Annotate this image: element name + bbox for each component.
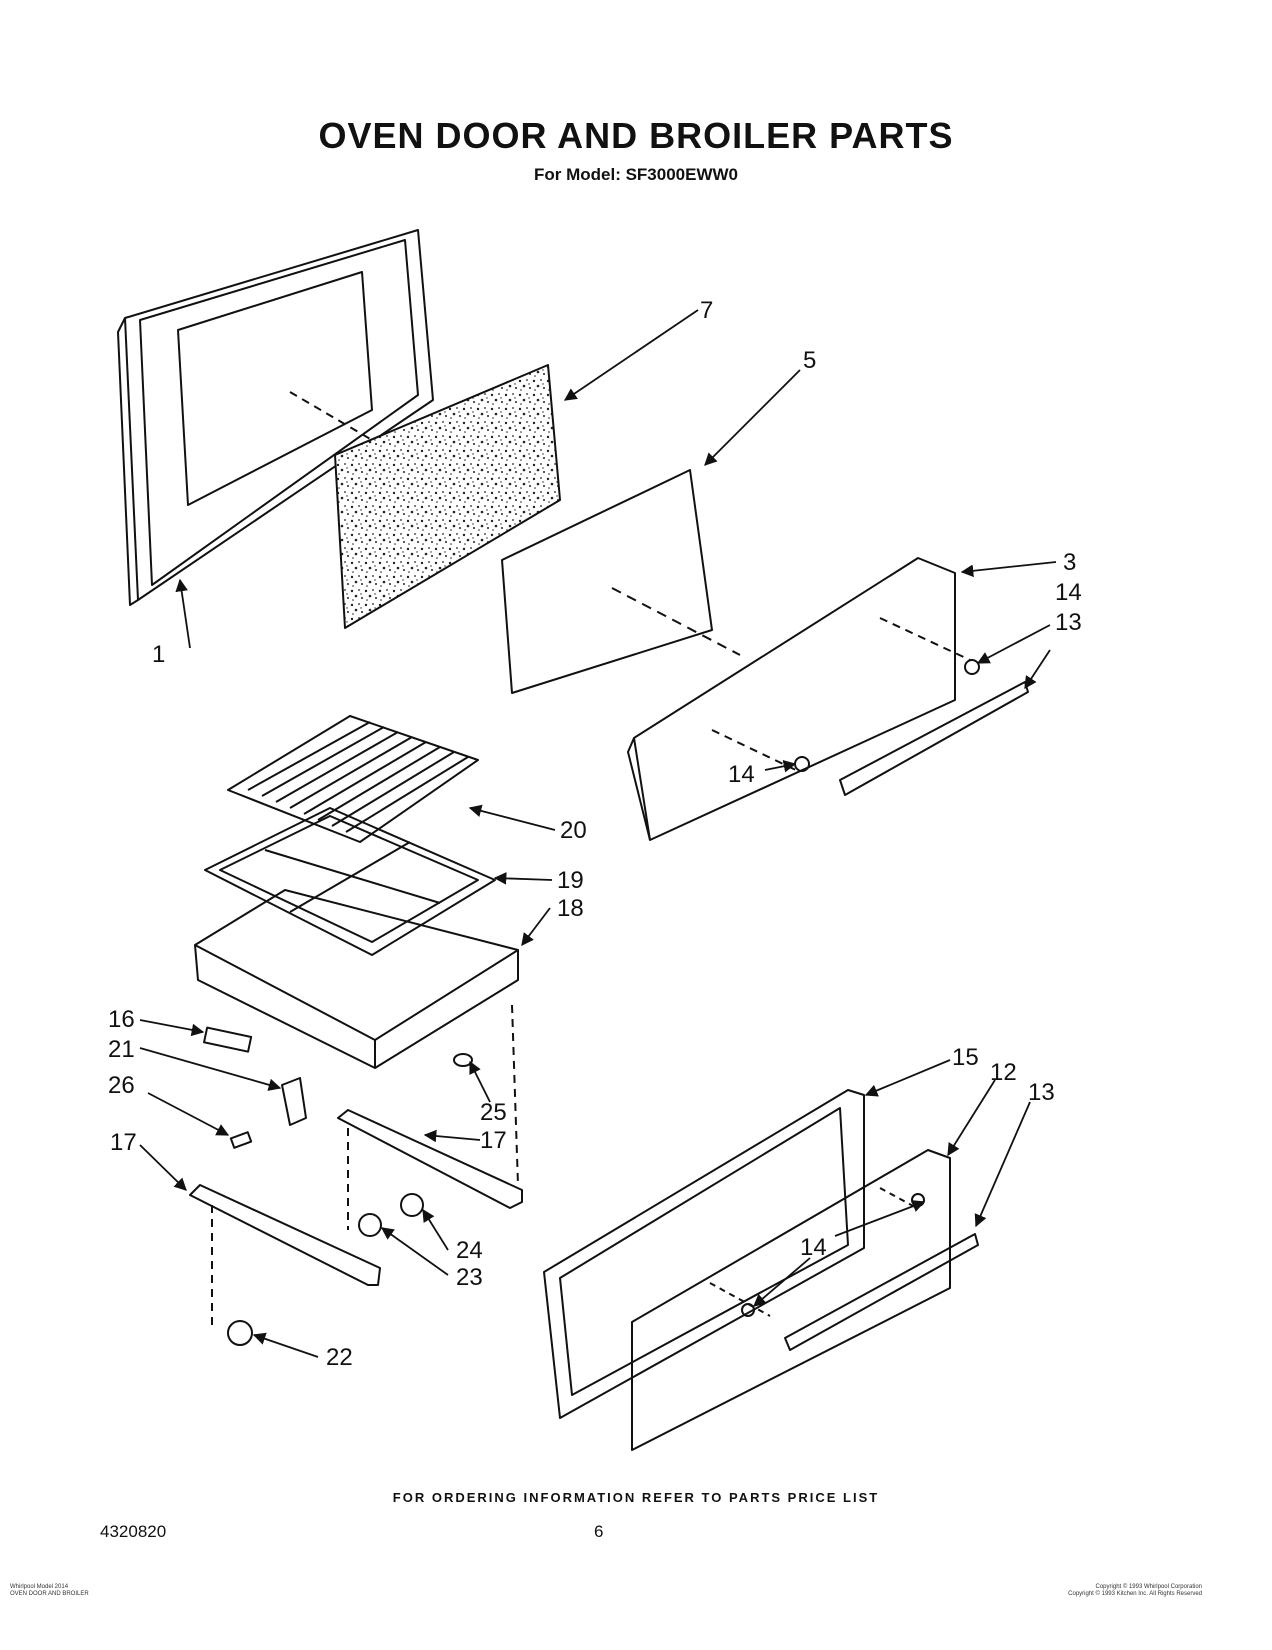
callout-21: 21	[108, 1036, 135, 1063]
model-subtitle: For Model: SF3000EWW0	[533, 165, 739, 184]
screw-part-26	[229, 1131, 253, 1149]
callout-19: 19	[557, 867, 584, 894]
broiler-pan-part-18	[194, 889, 519, 1069]
document-number: 4320820	[100, 1522, 167, 1541]
fine-print-left: Whirlpool Model 2014 OVEN DOOR AND BROIL…	[10, 1584, 89, 1598]
page-title: OVEN DOOR AND BROILER PARTS	[318, 115, 954, 156]
bracket-part-21	[281, 1077, 307, 1126]
roller-part-22	[227, 1320, 253, 1346]
fine-print-left-line-2: OVEN DOOR AND BROILER	[10, 1591, 89, 1597]
broiler-outer-door-part-12	[631, 1149, 979, 1451]
door-liner-panel-part-5	[501, 469, 741, 694]
clip-part-25	[453, 1053, 473, 1067]
callout-14-door-lower: 14	[728, 761, 755, 788]
roller-part-24	[400, 1193, 424, 1217]
ordering-note: FOR ORDERING INFORMATION REFER TO PARTS …	[392, 1490, 880, 1505]
broiler-door-liner-part-15	[543, 1089, 865, 1419]
nut-part-14-b	[794, 756, 810, 772]
fine-print-right-line-2: Copyright © 1993 Kitchen Inc. All Rights…	[1068, 1591, 1202, 1597]
callout-7: 7	[700, 297, 713, 324]
callout-12: 12	[990, 1059, 1017, 1086]
fine-print-right-line-1: Copyright © 1993 Whirlpool Corporation	[1095, 1584, 1202, 1590]
page-number: 6	[594, 1522, 604, 1541]
callout-14-door: 14	[1055, 579, 1082, 606]
callout-13-broiler: 13	[1028, 1079, 1055, 1106]
nut-part-14-d	[741, 1303, 755, 1317]
callout-1: 1	[152, 641, 165, 668]
slide-rail-part-17-left	[189, 1184, 381, 1330]
nut-part-14-a	[964, 659, 980, 675]
leader-lines	[139, 309, 1057, 1358]
callout-26: 26	[108, 1072, 135, 1099]
fine-print-right: Copyright © 1993 Whirlpool Corporation C…	[1068, 1584, 1202, 1598]
callout-15: 15	[952, 1044, 979, 1071]
callout-5: 5	[803, 347, 816, 374]
slide-rail-part-17-right	[337, 1004, 523, 1230]
callout-14-broiler: 14	[800, 1234, 827, 1261]
outer-oven-door-part-3	[627, 557, 1029, 841]
roller-part-23	[358, 1213, 382, 1237]
callout-22: 22	[326, 1344, 353, 1371]
callout-18: 18	[557, 895, 584, 922]
callout-17-right: 17	[480, 1127, 507, 1154]
callout-13-door: 13	[1055, 609, 1082, 636]
callout-25: 25	[480, 1099, 507, 1126]
broiler-grid-part-20	[227, 715, 479, 843]
inner-door-frame-part-1	[117, 229, 434, 606]
callout-16: 16	[108, 1006, 135, 1033]
callout-17-left: 17	[110, 1129, 137, 1156]
callout-23: 23	[456, 1264, 483, 1291]
door-insulation-part-7	[334, 364, 561, 629]
callout-20: 20	[560, 817, 587, 844]
callout-3: 3	[1063, 549, 1076, 576]
fine-print-left-line-1: Whirlpool Model 2014	[10, 1584, 69, 1590]
rack-support-part-16	[203, 1026, 253, 1053]
callout-24: 24	[456, 1237, 483, 1264]
